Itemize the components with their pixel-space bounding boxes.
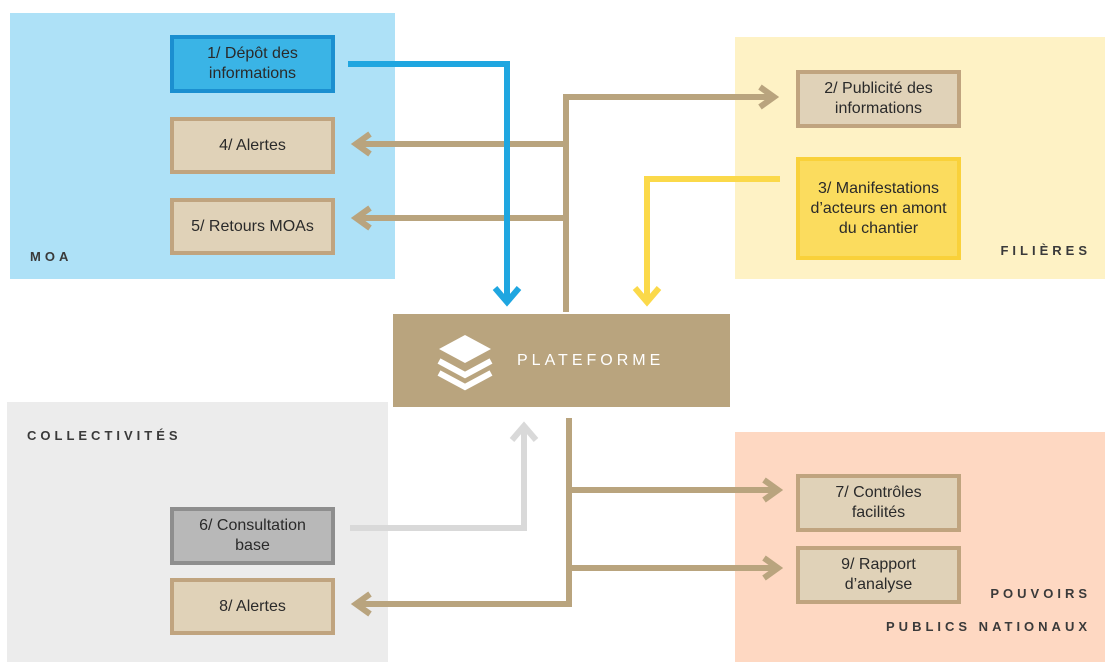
node-manifestations: 3/ Manifestations d’acteurs en amont du … xyxy=(796,157,961,260)
node-retours: 5/ Retours MOAs xyxy=(170,198,335,255)
zone-moa-label: MOA xyxy=(30,249,73,264)
arrow-head-manifestations xyxy=(632,286,662,307)
node-publicite: 2/ Publicité des informations xyxy=(796,70,961,128)
zone-filieres-label: FILIÈRES xyxy=(1000,243,1091,258)
node-alertes-moa: 4/ Alertes xyxy=(170,117,335,174)
arrow-head-depot xyxy=(492,286,522,307)
connector-trunk-down xyxy=(360,418,572,607)
arrow-head-consultation xyxy=(509,421,539,442)
layers-icon xyxy=(437,334,493,390)
platform-label: PLATEFORME xyxy=(517,351,665,369)
node-consultation: 6/ Consultation base xyxy=(170,507,335,565)
zone-pouvoirs-label-line2: PUBLICS NATIONAUX xyxy=(886,619,1091,634)
node-depot: 1/ Dépôt des informations xyxy=(170,35,335,93)
node-alertes-coll: 8/ Alertes xyxy=(170,578,335,635)
platform-box: PLATEFORME xyxy=(393,314,730,407)
zone-collectivites-label: COLLECTIVITÉS xyxy=(27,428,182,443)
node-rapport: 9/ Rapport d’analyse xyxy=(796,546,961,604)
node-controles: 7/ Contrôles facilités xyxy=(796,474,961,532)
zone-pouvoirs-label-line1: POUVOIRS xyxy=(990,586,1091,601)
